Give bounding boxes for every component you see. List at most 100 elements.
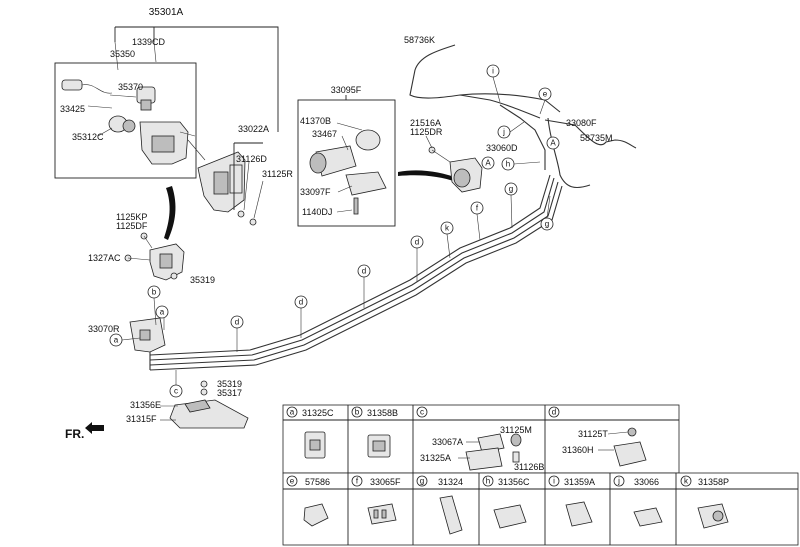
label-33097F: 33097F [300, 187, 331, 197]
part-img-33067A [477, 433, 505, 453]
canister-assembly-group [54, 26, 279, 226]
callout-i [486, 64, 500, 78]
label-33425: 33425 [60, 104, 85, 114]
front-direction-label: FR. [65, 427, 84, 441]
svg-text:d: d [415, 238, 419, 247]
part-img-31126B [512, 451, 520, 463]
table-part-33065F: 33065F [370, 477, 401, 487]
left-mid-bracket [124, 232, 185, 281]
table-part-31358B: 31358B [367, 408, 398, 418]
part-img-31324 [439, 495, 463, 535]
label-35319-top: 35319 [190, 275, 215, 285]
part-img-57586 [303, 503, 329, 527]
part-img-31359A [565, 501, 593, 527]
svg-text:a: a [114, 336, 119, 345]
table-part-31356C: 31356C [498, 477, 530, 487]
part-img-31360H [613, 441, 647, 467]
table-part-31125T: 31125T [578, 429, 608, 439]
svg-text:g: g [545, 220, 549, 229]
label-31125R: 31125R [262, 169, 293, 179]
callout-e [538, 87, 552, 101]
callout-A-pump [481, 156, 495, 170]
label-58736K: 58736K [404, 35, 435, 45]
label-1125KP: 1125KP [116, 212, 147, 222]
label-33060D: 33060D [486, 143, 518, 153]
label-35317: 35317 [217, 388, 242, 398]
table-part-57586: 57586 [305, 477, 330, 487]
table-letter-k: k [684, 477, 689, 486]
svg-text:d: d [299, 298, 303, 307]
svg-text:k: k [445, 224, 450, 233]
main-pipe-run [139, 174, 563, 371]
svg-text:h: h [506, 160, 510, 169]
svg-text:j: j [502, 128, 505, 137]
table-letter-a: a [290, 408, 295, 417]
pointer-arrow-left [164, 186, 176, 240]
callout-c [169, 384, 183, 398]
callout-d-1 [230, 315, 244, 329]
label-35312C: 35312C [72, 132, 104, 142]
svg-text:e: e [543, 90, 548, 99]
table-letter-b: b [355, 408, 360, 417]
callout-d-4 [410, 235, 424, 249]
label-58735M: 58735M [580, 133, 613, 143]
label-35370: 35370 [118, 82, 143, 92]
table-part-31125M: 31125M [500, 425, 532, 435]
callout-h [501, 157, 515, 171]
callout-d-2 [294, 295, 308, 309]
label-21516A: 21516A [410, 118, 441, 128]
table-part-31325A: 31325A [420, 453, 451, 463]
svg-text:g: g [509, 185, 513, 194]
callout-a-upper [155, 305, 169, 319]
svg-text:a: a [160, 308, 165, 317]
label-31126D: 31126D [236, 154, 267, 164]
callout-g-2 [540, 217, 554, 231]
table-row-2: e 57586 f 33065F g 31324 h 31356C i 3135… [286, 475, 729, 535]
label-35319-bottom: 35319 [217, 379, 242, 389]
table-part-31359A: 31359A [564, 477, 595, 487]
table-part-31324: 31324 [438, 477, 463, 487]
table-letter-g: g [420, 477, 424, 486]
table-part-31358P: 31358P [698, 477, 729, 487]
label-31356E: 31356E [130, 400, 161, 410]
label-1125DF: 1125DF [116, 221, 148, 231]
svg-text:A: A [550, 139, 556, 148]
part-img-31125T [627, 427, 637, 437]
label-41370B: 41370B [300, 116, 331, 126]
part-img-31356C [493, 504, 527, 529]
label-1339CD: 1339CD [132, 37, 166, 47]
lower-left-bracket [129, 317, 249, 429]
table-part-33067A: 33067A [432, 437, 463, 447]
svg-text:c: c [174, 387, 178, 396]
pointer-arrow-middle [398, 170, 458, 182]
callout-a-lower [109, 333, 123, 347]
label-33095F: 33095F [331, 85, 362, 95]
table-letter-c: c [420, 408, 424, 417]
canister-inset-parts [61, 79, 196, 165]
svg-text:A: A [485, 159, 491, 168]
part-img-31325A [465, 447, 503, 471]
label-1125DR: 1125DR [410, 127, 443, 137]
part-img-33066 [633, 507, 663, 527]
right-hoses [409, 44, 637, 189]
table-letter-i: i [553, 477, 555, 486]
callout-g-1 [504, 182, 518, 196]
label-33070R: 33070R [88, 324, 120, 334]
svg-text:b: b [152, 288, 157, 297]
label-33467: 33467 [312, 129, 337, 139]
canister-bracket [187, 139, 257, 226]
table-part-33066: 33066 [634, 477, 659, 487]
callout-j [497, 125, 511, 139]
right-pump-group [425, 135, 483, 193]
part-img-31125M [510, 433, 522, 447]
table-part-31325C: 31325C [302, 408, 334, 418]
label-35301A: 35301A [149, 7, 184, 18]
table-letter-e: e [290, 477, 295, 486]
front-arrow-icon [85, 422, 104, 434]
label-1140DJ: 1140DJ [302, 207, 332, 217]
table-row-1: a 31325C b 31358B c d 31125M 33067A 3132… [286, 406, 647, 472]
callout-A-right [546, 136, 560, 150]
label-1327AC: 1327AC [88, 253, 121, 263]
callout-k [440, 221, 454, 235]
svg-text:d: d [362, 267, 366, 276]
